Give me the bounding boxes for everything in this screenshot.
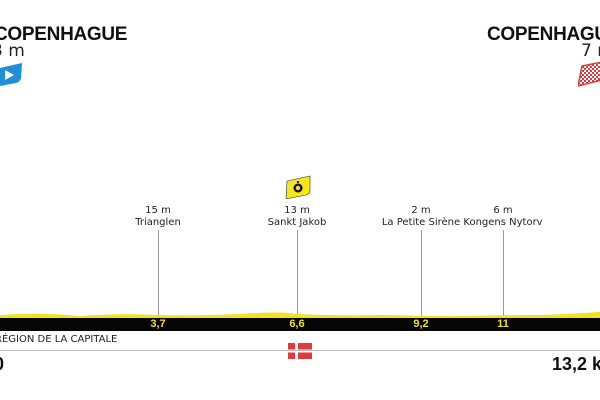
- distance-total: 13,2 km: [552, 354, 600, 374]
- finish-altitude: 7 m: [581, 41, 600, 61]
- waypoint-name: La Petite Sirène: [381, 217, 461, 228]
- distance-bar: [0, 318, 600, 331]
- waypoint-altitude: 6 m: [493, 205, 513, 216]
- waypoint-trianglen: 15 m Trianglen: [135, 205, 181, 229]
- waypoint-la-petite-sirene: 2 m La Petite Sirène: [382, 205, 460, 229]
- km-marker: 9,2: [413, 318, 429, 330]
- region-label: RÉGION DE LA CAPITALE: [0, 334, 118, 345]
- waypoint-sankt-jakob: 13 m Sankt Jakob: [268, 205, 327, 229]
- waypoint-name: Sankt Jakob: [267, 217, 327, 228]
- waypoint-name: Trianglen: [135, 217, 181, 228]
- start-flag-icon: [0, 63, 22, 86]
- waypoint-kongens-nytorv: 6 m Kongens Nytorv: [463, 205, 542, 229]
- km-marker: 11: [497, 318, 509, 330]
- distance-start: 0: [0, 354, 4, 375]
- elevation-profile: [0, 312, 600, 318]
- waypoint-name: Kongens Nytorv: [463, 217, 543, 228]
- stopwatch-icon: [285, 175, 311, 199]
- denmark-flag-icon: [288, 343, 312, 359]
- finish-flag-icon: [578, 62, 600, 87]
- waypoint-line: [421, 230, 422, 318]
- waypoint-altitude: 15 m: [145, 205, 171, 216]
- waypoint-line: [297, 230, 298, 318]
- waypoint-altitude: 13 m: [284, 205, 310, 216]
- waypoint-line: [158, 230, 159, 318]
- finish-city: COPENHAGUE: [487, 24, 600, 45]
- km-marker: 3,7: [150, 318, 166, 330]
- start-city: COPENHAGUE: [0, 24, 128, 45]
- start-altitude: 3 m: [0, 41, 25, 61]
- baseline: [0, 350, 600, 351]
- waypoint-line: [503, 230, 504, 318]
- waypoint-altitude: 2 m: [411, 205, 431, 216]
- km-marker: 6,6: [289, 318, 305, 330]
